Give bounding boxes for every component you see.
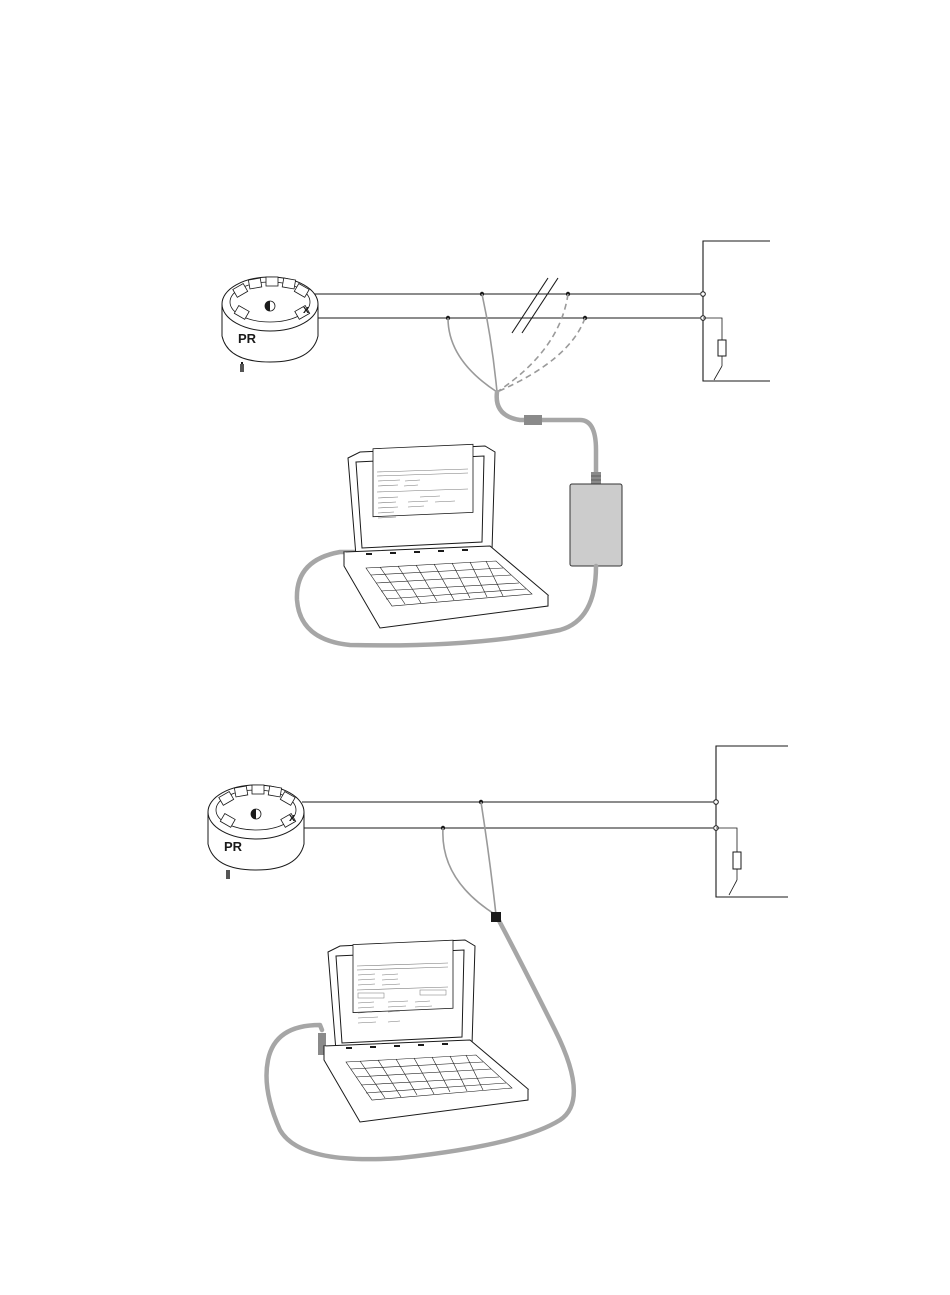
switch-icon bbox=[714, 366, 722, 380]
laptop-computer bbox=[344, 444, 548, 628]
modem-cable bbox=[497, 392, 596, 482]
break-mark bbox=[522, 278, 558, 333]
hart-leads bbox=[448, 294, 585, 392]
figure-top: x PR bbox=[222, 241, 770, 645]
device-logo: PR bbox=[238, 331, 257, 346]
hart-leads bbox=[443, 802, 496, 915]
transmitter-device: x PR bbox=[208, 785, 304, 879]
laptop-computer bbox=[318, 940, 528, 1122]
hart-modem bbox=[570, 472, 622, 566]
terminal-mark: x bbox=[289, 812, 296, 824]
transmitter-device: x PR bbox=[222, 277, 318, 372]
switch-icon bbox=[729, 880, 737, 895]
device-logo: PR bbox=[224, 839, 243, 854]
loop-supply-box bbox=[714, 746, 788, 897]
resistor-icon bbox=[718, 340, 726, 356]
break-mark bbox=[512, 278, 548, 333]
cable-ferrite bbox=[491, 912, 501, 922]
terminal-mark: x bbox=[303, 304, 310, 316]
loop-supply-box bbox=[701, 241, 770, 381]
cable-ferrite bbox=[524, 415, 542, 425]
resistor-icon bbox=[733, 852, 741, 869]
figure-bottom: x PR bbox=[208, 746, 788, 1159]
